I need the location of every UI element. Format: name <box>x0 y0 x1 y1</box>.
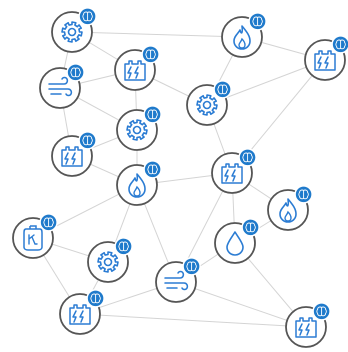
node-n9[interactable] <box>116 160 162 206</box>
brain-icon <box>90 293 101 304</box>
brain-icon <box>147 109 158 120</box>
node-badge <box>86 289 105 308</box>
gas-cylinder-icon <box>23 225 43 251</box>
edge-n16-n17 <box>79 313 307 328</box>
brain-icon <box>43 217 54 228</box>
node-badge <box>182 257 201 276</box>
brain-icon <box>82 135 93 146</box>
node-n5[interactable] <box>304 35 348 81</box>
battery-charging-icon <box>69 304 91 325</box>
node-n4[interactable] <box>39 63 85 109</box>
water-drop-icon <box>226 231 244 256</box>
node-n7[interactable] <box>116 105 162 151</box>
node-badge <box>294 185 313 204</box>
node-badge <box>141 45 160 64</box>
node-n17[interactable] <box>285 302 331 348</box>
brain-icon <box>335 39 346 50</box>
node-n15[interactable] <box>155 257 201 303</box>
node-n13[interactable] <box>214 218 260 264</box>
wind-icon <box>48 76 73 97</box>
battery-charging-icon <box>314 50 336 71</box>
node-badge <box>143 160 162 179</box>
node-n16[interactable] <box>59 289 105 335</box>
brain-icon <box>245 222 256 233</box>
node-n6[interactable] <box>186 80 232 126</box>
brain-icon <box>217 84 228 95</box>
battery-charging-icon <box>221 163 243 184</box>
node-badge <box>248 12 267 31</box>
node-badge <box>39 213 58 232</box>
brain-icon <box>82 11 93 22</box>
brain-icon <box>70 67 81 78</box>
edge-n1-n2 <box>71 31 243 38</box>
brain-icon <box>298 189 309 200</box>
node-badge <box>241 218 260 237</box>
node-n1[interactable] <box>51 7 97 53</box>
node-n14[interactable] <box>87 237 133 283</box>
brain-icon <box>186 261 197 272</box>
flame-icon <box>128 173 146 198</box>
node-badge <box>143 105 162 124</box>
node-badge <box>213 80 232 99</box>
node-badge <box>312 302 331 321</box>
node-n3[interactable] <box>114 45 160 91</box>
node-badge <box>238 148 257 167</box>
node-badge <box>66 63 85 82</box>
brain-icon <box>145 49 156 60</box>
node-badge <box>78 131 97 150</box>
brain-icon <box>242 152 253 163</box>
brain-icon <box>252 16 263 27</box>
brain-icon <box>118 241 129 252</box>
gear-icon <box>61 21 83 43</box>
node-badge <box>331 35 348 54</box>
gear-icon <box>97 251 119 273</box>
flame-icon <box>233 25 251 50</box>
gear-icon <box>196 94 218 116</box>
wind-icon <box>164 270 189 291</box>
node-badge <box>78 7 97 26</box>
gear-icon <box>126 119 148 141</box>
node-n10[interactable] <box>211 148 257 194</box>
node-n11[interactable] <box>267 185 313 231</box>
node-badge <box>114 237 133 256</box>
battery-charging-icon <box>61 146 83 167</box>
node-n12[interactable] <box>12 213 58 259</box>
brain-icon <box>316 306 327 317</box>
battery-charging-icon <box>124 60 146 81</box>
brain-icon <box>147 164 158 175</box>
battery-charging-icon <box>295 317 317 338</box>
node-n2[interactable] <box>221 12 267 58</box>
flame-icon <box>279 198 297 223</box>
edge-n15-n17 <box>175 281 307 328</box>
node-n8[interactable] <box>51 131 97 177</box>
nodes-layer <box>12 7 348 348</box>
